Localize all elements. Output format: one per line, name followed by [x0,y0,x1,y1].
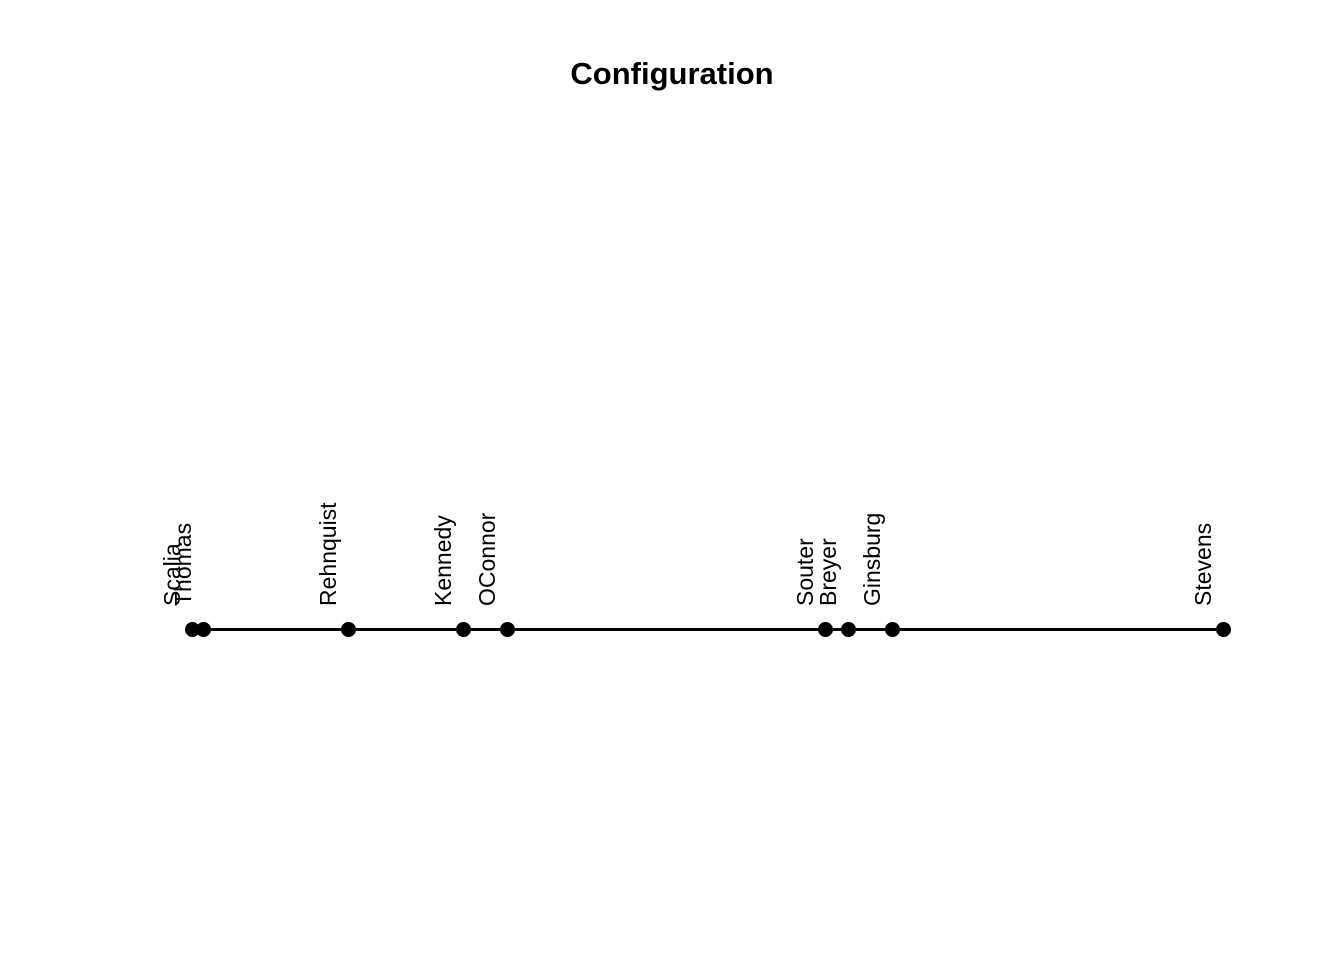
configuration-point [840,621,856,637]
configuration-point-label-text: Stevens [1190,522,1216,606]
configuration-point [817,621,833,637]
configuration-point-label: Thomas [170,522,196,606]
configuration-point-label: Stevens [1190,522,1216,606]
configuration-point-label: Breyer [815,538,841,606]
configuration-point-label-text: Ginsburg [859,512,885,606]
configuration-point [884,621,900,637]
configuration-point-label-text: Thomas [170,522,196,606]
configuration-axis-line [190,627,1224,631]
configuration-point-label-text: Souter [792,538,818,606]
configuration-point-label: Rehnquist [315,502,341,606]
page-title: Configuration [570,56,774,91]
configuration-point-label-text: Rehnquist [315,502,341,606]
configuration-point-label: Kennedy [430,515,456,606]
configuration-point-label: Ginsburg [859,512,885,606]
configuration-point [195,621,211,637]
configuration-point [499,621,515,637]
configuration-point-label: Souter [792,538,818,606]
configuration-point [340,621,356,637]
configuration-point [455,621,471,637]
configuration-point-label-text: Kennedy [430,515,456,606]
configuration-point-label-text: Breyer [815,538,841,606]
configuration-point-label: OConnor [474,512,500,606]
configuration-point-label-text: OConnor [474,512,500,606]
configuration-point [1215,621,1231,637]
